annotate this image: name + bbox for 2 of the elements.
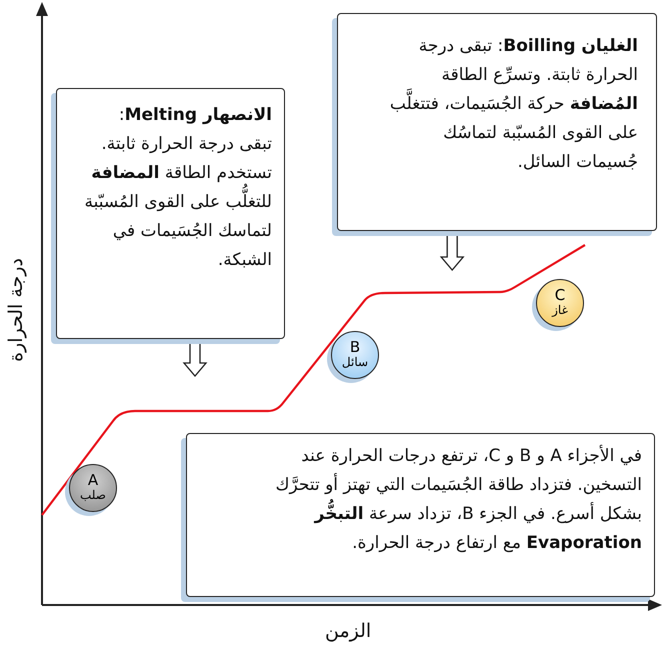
axis-title: درجة الحرارة xyxy=(4,258,27,362)
axis-title: الزمن xyxy=(325,620,372,642)
